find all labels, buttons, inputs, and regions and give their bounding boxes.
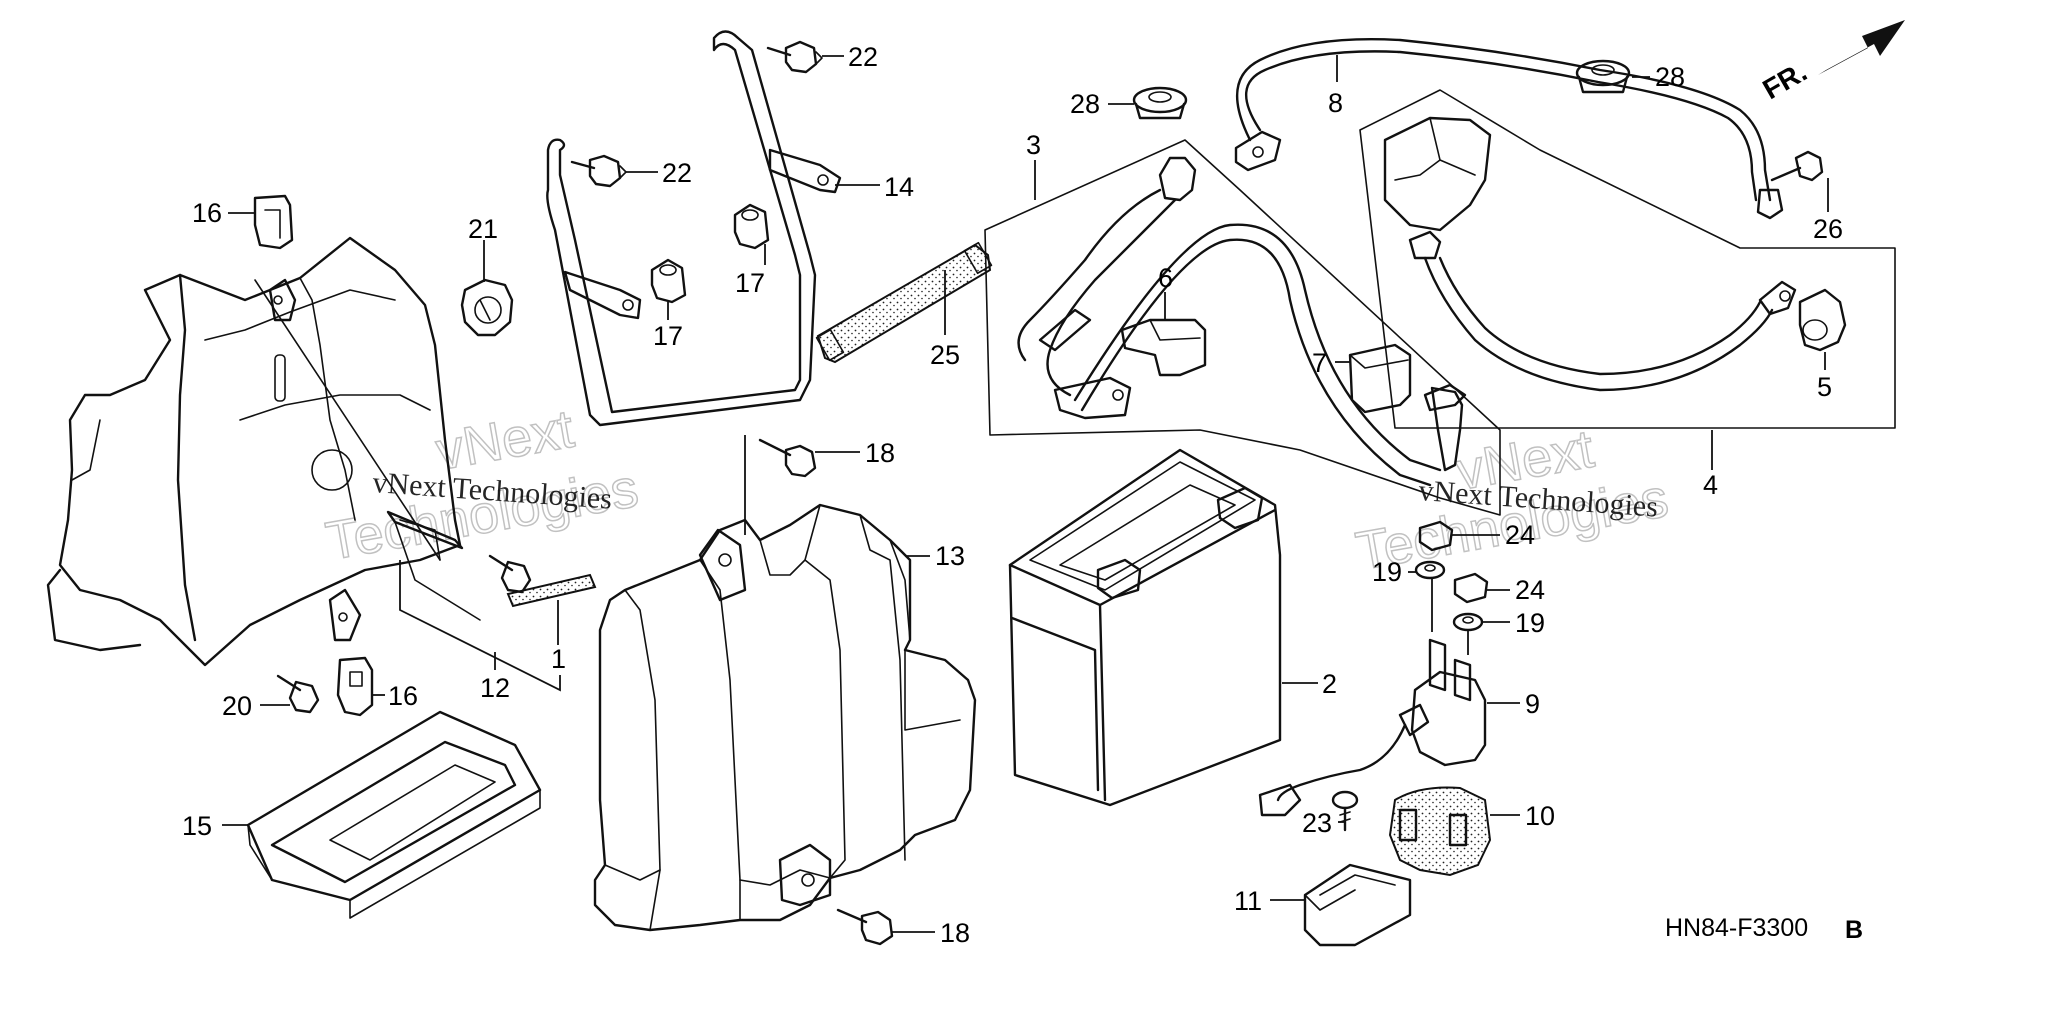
cable-8 xyxy=(1234,37,1784,220)
callout-labels: 16 21 22 22 14 17 17 25 18 13 18 12 1 15… xyxy=(182,42,1843,948)
battery-stay-14 xyxy=(546,30,842,427)
bolt-20 xyxy=(276,674,320,714)
callout-28-right: 28 xyxy=(1655,62,1685,92)
nut-24-lower xyxy=(1453,572,1489,604)
bolt-22-lower xyxy=(570,154,627,188)
drawing-code: HN84-F3300 B xyxy=(1665,914,1863,944)
callout-26: 26 xyxy=(1813,214,1843,244)
callout-16-lower: 16 xyxy=(388,681,418,711)
starter-relay-9 xyxy=(1258,638,1487,817)
front-direction-indicator: FR. xyxy=(1758,20,1905,105)
harness-3 xyxy=(984,139,1501,516)
tray-15 xyxy=(246,710,542,919)
bolt-26 xyxy=(1770,150,1824,182)
nut-24-upper xyxy=(1418,520,1454,552)
callout-10: 10 xyxy=(1525,801,1555,831)
callout-16-upper: 16 xyxy=(192,198,222,228)
callout-8: 8 xyxy=(1328,88,1343,118)
cover-7 xyxy=(1348,343,1412,414)
cover-plate-12 xyxy=(386,510,481,621)
callout-18-lower: 18 xyxy=(940,918,970,948)
drawing-code-revision: B xyxy=(1845,916,1863,944)
callout-5: 5 xyxy=(1817,372,1832,402)
callout-19-upper: 19 xyxy=(1372,557,1402,587)
bolt-22-upper xyxy=(766,40,823,74)
callout-9: 9 xyxy=(1525,689,1540,719)
callout-21: 21 xyxy=(468,214,498,244)
screw-23 xyxy=(1331,790,1359,832)
callout-20: 20 xyxy=(222,691,252,721)
bracket-11 xyxy=(1303,863,1412,947)
callout-1: 1 xyxy=(551,644,566,674)
washer-19-upper xyxy=(1414,560,1446,580)
clamp-21 xyxy=(460,278,514,337)
watermark: vNext Technologies vNext Technologies vN… xyxy=(321,398,1673,583)
callout-25: 25 xyxy=(930,340,960,370)
front-direction-label: FR. xyxy=(1758,56,1813,105)
cover-6 xyxy=(1120,318,1207,377)
callout-19-lower: 19 xyxy=(1515,608,1545,638)
drawing-code-number: HN84-F3300 xyxy=(1665,914,1808,942)
relay-cover-10 xyxy=(1388,786,1492,877)
callout-28-left: 28 xyxy=(1070,89,1100,119)
callout-2: 2 xyxy=(1322,669,1337,699)
callout-15: 15 xyxy=(182,811,212,841)
callout-6: 6 xyxy=(1158,263,1173,293)
watermark-outline-left-1: vNext xyxy=(432,399,578,482)
clip-16-lower xyxy=(336,656,374,717)
grommet-28-right xyxy=(1575,59,1631,94)
pad-1 xyxy=(506,573,597,608)
washer-19-lower xyxy=(1452,612,1484,632)
callout-11: 11 xyxy=(1234,886,1262,916)
callout-13: 13 xyxy=(935,541,965,571)
clip-16-upper xyxy=(253,194,294,250)
callout-4: 4 xyxy=(1703,470,1718,500)
bolt-center xyxy=(488,554,532,594)
callout-24-upper: 24 xyxy=(1505,520,1535,550)
callout-22-lower: 22 xyxy=(662,158,692,188)
battery-box xyxy=(46,236,462,667)
cable-assembly-4 xyxy=(1359,89,1896,429)
bolt-18-lower xyxy=(836,908,894,946)
callout-24-lower: 24 xyxy=(1515,575,1545,605)
strap-25 xyxy=(815,241,993,364)
callout-14: 14 xyxy=(884,172,914,202)
callout-23: 23 xyxy=(1302,808,1332,838)
callout-3: 3 xyxy=(1026,130,1041,160)
callout-18-upper: 18 xyxy=(865,438,895,468)
callout-17-lower: 17 xyxy=(653,321,683,351)
callout-22-upper: 22 xyxy=(848,42,878,72)
callout-12: 12 xyxy=(480,673,510,703)
leader-lines xyxy=(222,55,1829,933)
terminal-boot-5 xyxy=(1798,288,1847,352)
callout-17-upper: 17 xyxy=(735,268,765,298)
grommet-28-left xyxy=(1132,86,1188,120)
bolt-18-upper xyxy=(758,438,817,478)
battery-2 xyxy=(1008,448,1282,807)
rubber-17-upper xyxy=(733,203,770,250)
callout-7: 7 xyxy=(1312,348,1327,378)
rubber-17-lower xyxy=(650,258,687,304)
battery-case-13 xyxy=(593,503,977,932)
